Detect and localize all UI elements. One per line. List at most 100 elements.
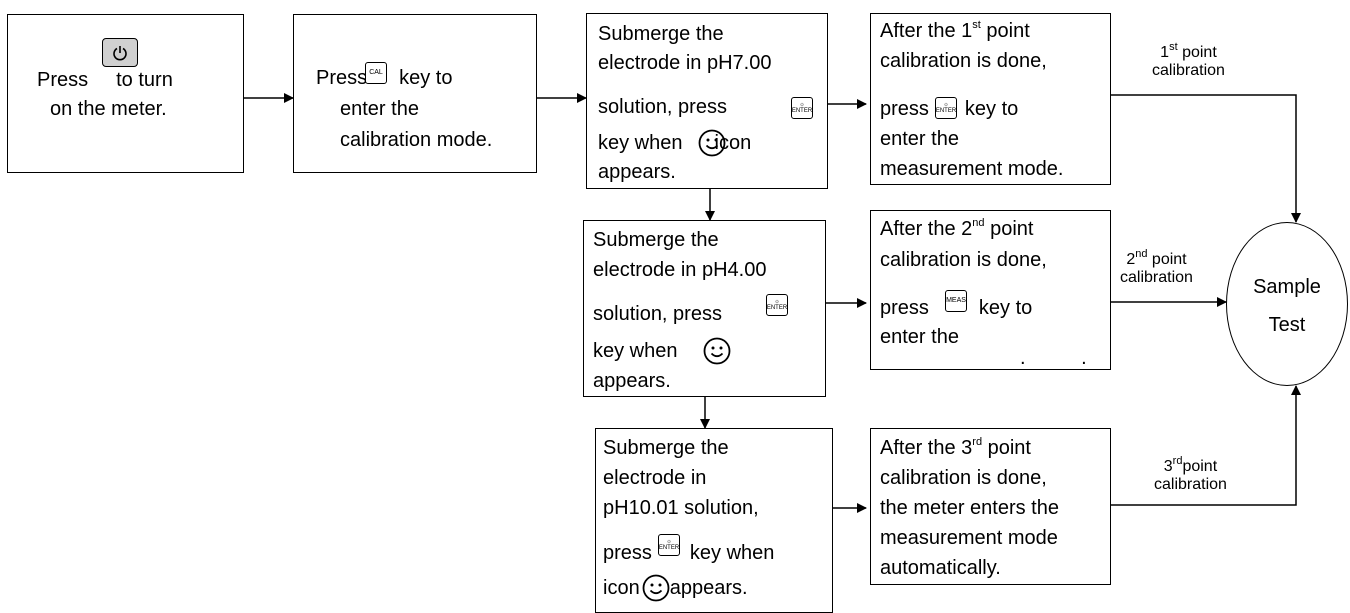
step4-line4: enter the: [880, 128, 959, 150]
enter-key-label: ENTER: [791, 108, 813, 114]
step7-line1: Submerge the: [603, 437, 729, 459]
step1-turn-text: to turn: [116, 69, 173, 91]
step8-line1: After the 3rd point: [880, 436, 1031, 461]
step5-line5: appears.: [593, 370, 671, 392]
enter-key-step5: ☼ENTER: [766, 294, 788, 316]
power-key: [102, 38, 138, 67]
step8-line2: calibration is done,: [880, 467, 1047, 489]
step8-point-text: point: [982, 437, 1031, 459]
cal3-calibration-text: calibration: [1154, 476, 1227, 493]
step7-key-when-text: key when: [689, 542, 775, 564]
step3-line5: appears.: [598, 161, 676, 183]
step5-line2: electrode in pH4.00: [593, 259, 767, 281]
step3-line1: Submerge the: [598, 23, 724, 45]
step8-line5: automatically.: [880, 557, 1001, 579]
cal2-label: 2nd point calibration: [1120, 247, 1193, 287]
step8-line3: the meter enters the: [880, 497, 1059, 519]
meas-key-label: MEAS: [946, 297, 966, 304]
step6-line2: calibration is done,: [880, 249, 1047, 271]
step3-line3: solution, press: [598, 96, 727, 118]
step4-box: [870, 13, 1111, 185]
step8-line4: measurement mode: [880, 527, 1058, 549]
step7-appears-text: appears.: [669, 577, 748, 599]
step5-line4: key when: [593, 340, 678, 362]
step7-line2: electrode in: [603, 467, 707, 489]
step2-press-text: Press: [316, 67, 368, 89]
step3-key-when-text: key when: [598, 132, 683, 154]
enter-key-step7: ☼ENTER: [658, 534, 680, 556]
sample-line1: Sample: [1253, 276, 1321, 298]
step8-after-text: After the 3: [880, 437, 973, 459]
step7-press-text: press: [603, 542, 652, 564]
step7-line5: icon appears.: [603, 576, 748, 601]
step6-point-text: point: [984, 218, 1034, 240]
cal1-label: 1st point calibration: [1152, 40, 1225, 80]
step3-line2: electrode in pH7.00: [598, 52, 772, 74]
cal2-point-text: point: [1147, 251, 1187, 268]
step8-box: [870, 428, 1111, 585]
cal2-number: 2: [1126, 251, 1136, 268]
cal1-number: 1: [1160, 44, 1170, 61]
step6-press-text: press: [880, 297, 929, 319]
step7-icon-text: icon: [603, 577, 640, 599]
step2-line3: calibration mode.: [340, 129, 493, 151]
step6-key-to-text: key to: [978, 297, 1033, 319]
cal1-calibration-text: calibration: [1152, 62, 1225, 79]
smiley-icon: [642, 574, 670, 602]
step6-line1: After the 2nd point: [880, 217, 1033, 242]
meas-key: MEAS: [945, 290, 967, 312]
arrow-cal3-to-sample: [1111, 385, 1301, 506]
cal2-ordinal: nd: [1135, 247, 1148, 260]
step1-line2: on the meter.: [50, 98, 167, 120]
cal2-calibration-text: calibration: [1120, 269, 1193, 286]
cal1-ordinal: st: [1169, 40, 1178, 53]
step6-after-text: After the 2: [880, 218, 973, 240]
step5-line1: Submerge the: [593, 229, 719, 251]
step4-line2: calibration is done,: [880, 50, 1047, 72]
smiley-icon: [703, 337, 731, 365]
enter-key-label: ENTER: [766, 305, 788, 311]
step1-line1: Press to turn: [37, 68, 173, 93]
step4-point-text: point: [980, 20, 1030, 42]
step7-line3: pH10.01 solution,: [603, 497, 759, 519]
sample-line2: Test: [1268, 314, 1306, 336]
step2-box: [293, 14, 537, 173]
step6-line4: enter the: [880, 326, 959, 348]
step3-box: [586, 13, 828, 189]
step7-line4: press key when: [603, 541, 774, 566]
cal1-point-text: point: [1177, 44, 1217, 61]
step4-line1: After the 1st point: [880, 19, 1030, 44]
enter-key-label: ENTER: [658, 545, 680, 551]
enter-key-label: ENTER: [935, 108, 957, 114]
cal-key-label: CAL: [369, 69, 383, 76]
enter-key-step4: ☼ENTER: [935, 97, 957, 119]
cal3-number: 3: [1163, 458, 1173, 475]
step2-line1: Press key to: [316, 66, 452, 91]
cal3-label: 3rdpoint calibration: [1154, 454, 1227, 494]
step4-ordinal: st: [972, 19, 981, 32]
step7-box: [595, 428, 833, 613]
power-icon: [113, 45, 127, 60]
enter-key-step3: ☼ENTER: [791, 97, 813, 119]
smiley-icon: [698, 129, 726, 157]
step6-ordinal: nd: [972, 217, 985, 230]
step6-line3: press key to: [880, 296, 1032, 321]
step4-key-to-text: key to: [964, 98, 1019, 120]
step5-line3: solution, press: [593, 303, 722, 325]
sample-test-circle: [1226, 222, 1348, 386]
step4-after-text: After the 1: [880, 20, 973, 42]
step4-line5: measurement mode.: [880, 158, 1064, 180]
step6-line5: . .: [1020, 347, 1087, 369]
step6-box: [870, 210, 1111, 370]
step8-ordinal: rd: [972, 436, 983, 449]
arrow-cal1-to-sample: [1111, 94, 1301, 223]
step1-press-text: Press: [37, 69, 89, 91]
step2-line2: enter the: [340, 98, 419, 120]
step2-key-to-text: key to: [399, 67, 453, 89]
cal3-ordinal: rd: [1172, 454, 1183, 467]
cal-key: CAL: [365, 62, 387, 84]
cal3-point-text: point: [1182, 458, 1218, 475]
